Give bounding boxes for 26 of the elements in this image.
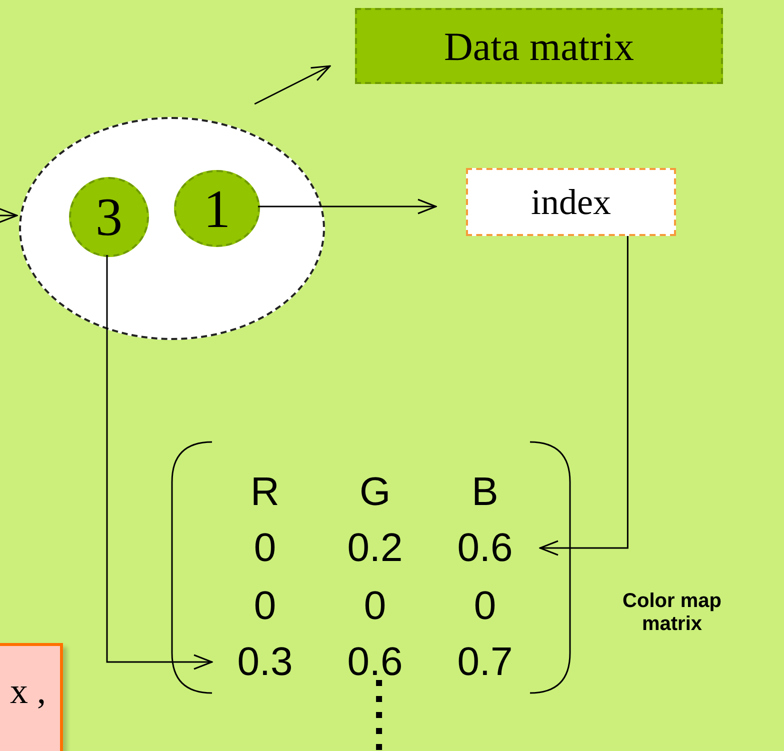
matrix-value: 0 bbox=[472, 584, 498, 628]
data-matrix-box bbox=[355, 8, 723, 84]
arrow bbox=[0, 208, 18, 224]
node-label: index bbox=[531, 181, 611, 223]
number-label: 3 bbox=[96, 186, 122, 248]
arrow bbox=[106, 255, 213, 670]
number-label: 1 bbox=[204, 178, 230, 240]
caption-label: Color map matrix bbox=[622, 590, 722, 636]
node-label: Data matrix bbox=[444, 22, 634, 70]
matrix-value: 0 bbox=[252, 526, 278, 570]
matrix-value: 0.3 bbox=[236, 640, 294, 684]
matrix-value: 0 bbox=[252, 584, 278, 628]
matrix-value: 0.6 bbox=[456, 526, 514, 570]
matrix-value: G bbox=[358, 470, 392, 514]
matrix-value: R bbox=[250, 470, 280, 514]
dotted-line bbox=[376, 680, 382, 751]
matrix-value: 0 bbox=[362, 584, 388, 628]
node-label: x , bbox=[10, 670, 46, 712]
index-box bbox=[466, 168, 676, 236]
arrow bbox=[254, 65, 331, 105]
matrix-value: 0.7 bbox=[456, 640, 514, 684]
matrix-value: 0.2 bbox=[346, 526, 404, 570]
arrow bbox=[258, 198, 437, 214]
matrix-value: 0.6 bbox=[346, 640, 404, 684]
arrow bbox=[539, 236, 628, 556]
matrix-value: B bbox=[470, 470, 500, 514]
